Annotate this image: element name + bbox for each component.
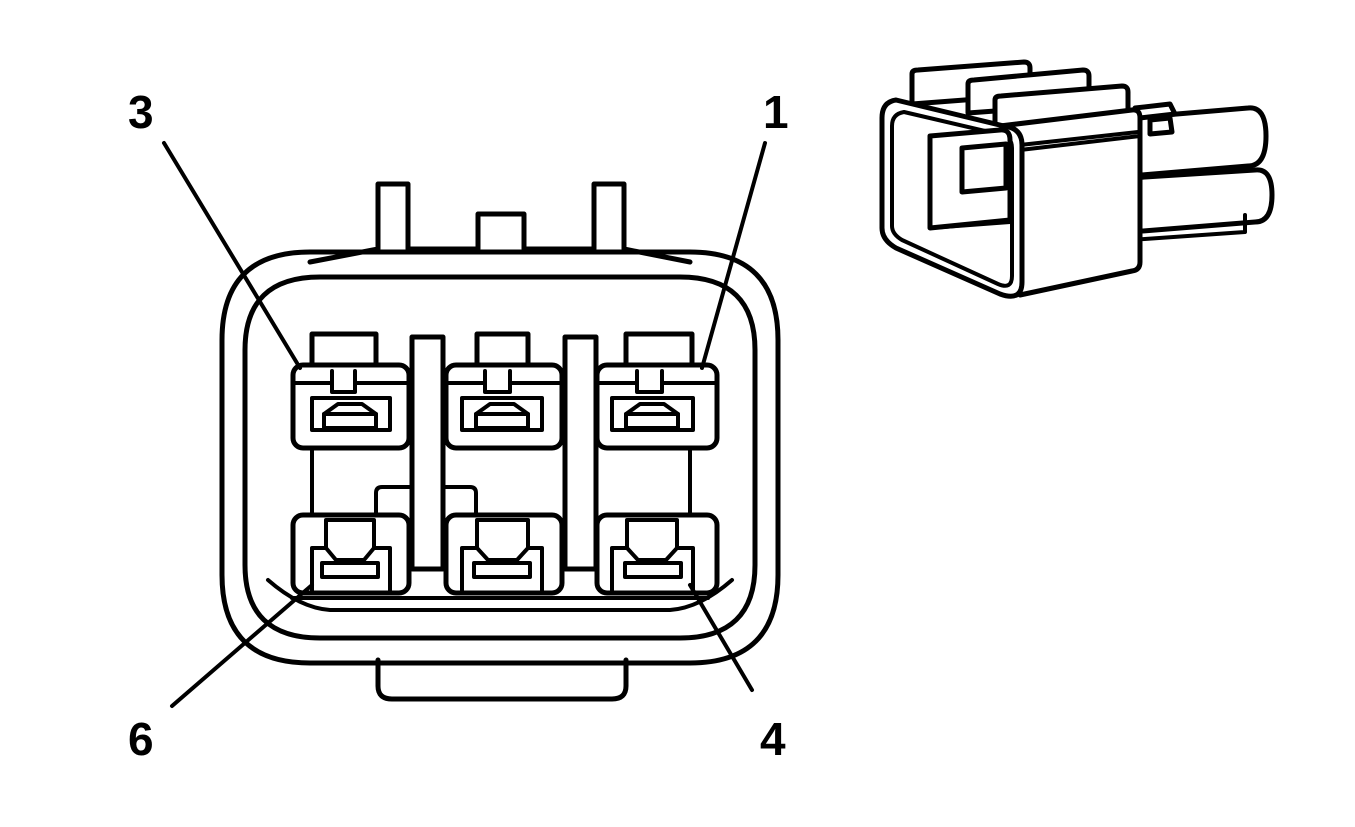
- pin-label-1: 1: [763, 86, 789, 138]
- terminal-cavity-pin4: [594, 512, 720, 596]
- terminal-cavity-pin6: [290, 512, 412, 596]
- inner-ledge: [266, 578, 734, 612]
- leader-line-pin4: [688, 583, 754, 692]
- pin-label-4: 4: [760, 713, 786, 765]
- housing-outer: [219, 249, 781, 666]
- separator-bar-right: [562, 334, 599, 572]
- connector-isometric-view: [879, 59, 1275, 299]
- separator-bar-left: [409, 334, 446, 572]
- leader-line-pin3: [162, 141, 302, 370]
- pin-label-3: 3: [128, 86, 154, 138]
- connector-face-view: [219, 181, 781, 702]
- leader-line-pin6: [170, 583, 314, 708]
- leader-line-pin1: [700, 141, 767, 370]
- terminal-cavity-pin3: [290, 331, 412, 451]
- pin-label-6: 6: [128, 713, 154, 765]
- terminal-cavity-pin2: [443, 331, 565, 451]
- top-latch-tabs: [307, 181, 693, 265]
- terminal-cavity-pin5: [443, 512, 565, 596]
- bottom-key-tab: [375, 657, 629, 702]
- terminal-cavity-pin1: [594, 331, 720, 451]
- housing-inner: [242, 274, 758, 641]
